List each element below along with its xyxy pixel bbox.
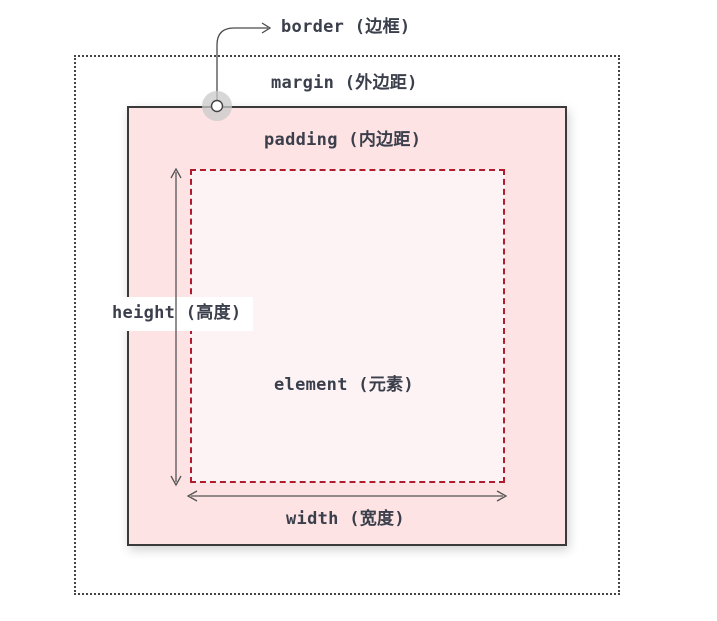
width-label: width (宽度) bbox=[286, 509, 405, 529]
element-label: element (元素) bbox=[274, 375, 414, 395]
border-label: border (边框) bbox=[281, 17, 411, 37]
height-label-background bbox=[110, 297, 253, 331]
margin-area bbox=[74, 55, 620, 595]
padding-label: padding (内边距) bbox=[264, 130, 422, 150]
height-label: height (高度) bbox=[112, 303, 242, 323]
margin-label: margin (外边距) bbox=[271, 73, 418, 93]
border-callout-arrowhead bbox=[261, 22, 272, 34]
